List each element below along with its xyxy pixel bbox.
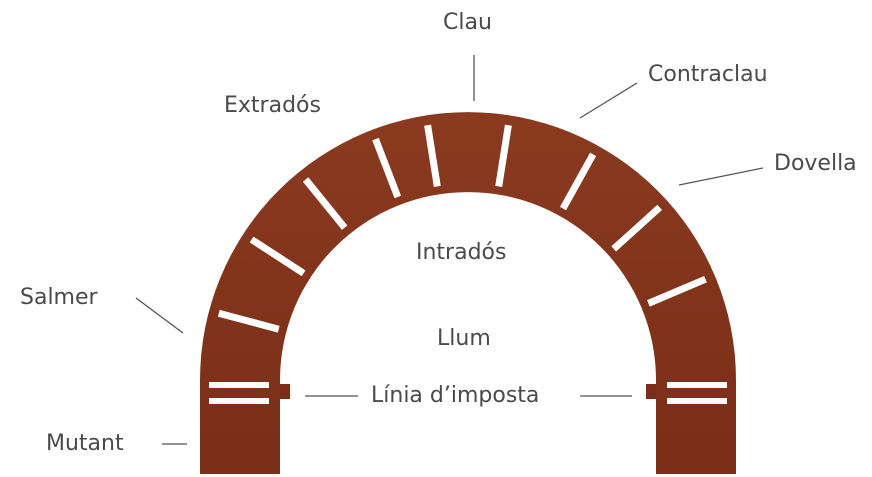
impost-joints: [209, 382, 727, 404]
voussoir-joint: [559, 152, 597, 211]
leader-dovella: [678, 167, 764, 186]
label-clau: Clau: [443, 10, 492, 35]
impost-joint-right-top: [667, 382, 727, 388]
voussoir-joint: [217, 309, 280, 333]
leader-salmer: [135, 297, 184, 334]
voussoir-joint: [647, 275, 707, 307]
leader-lines: [135, 55, 764, 445]
label-extrados: Extradós: [224, 93, 321, 118]
voussoir-joint: [249, 236, 306, 277]
label-llum: Llum: [437, 326, 491, 351]
label-linia-imposta: Línia d’imposta: [371, 383, 540, 408]
label-salmer: Salmer: [20, 285, 98, 310]
voussoir-joint: [495, 124, 512, 187]
impost-ledge-right: [646, 384, 656, 399]
impost-ledge-left: [280, 384, 290, 399]
impost-joint-right-bottom: [667, 398, 727, 404]
voussoir-joint: [302, 177, 348, 230]
label-mutant: Mutant: [46, 431, 124, 456]
voussoir-joints: [217, 124, 707, 333]
voussoir-joint: [424, 124, 441, 187]
voussoir-joint: [611, 204, 663, 252]
impost-joint-left-bottom: [209, 398, 269, 404]
impost-joint-left-top: [209, 382, 269, 388]
label-dovella: Dovella: [774, 151, 857, 176]
label-contraclau: Contraclau: [648, 62, 768, 87]
leader-contraclau: [579, 82, 638, 119]
arch-body: [200, 112, 736, 474]
voussoir-joint: [372, 137, 402, 199]
label-intrados: Intradós: [416, 240, 507, 265]
